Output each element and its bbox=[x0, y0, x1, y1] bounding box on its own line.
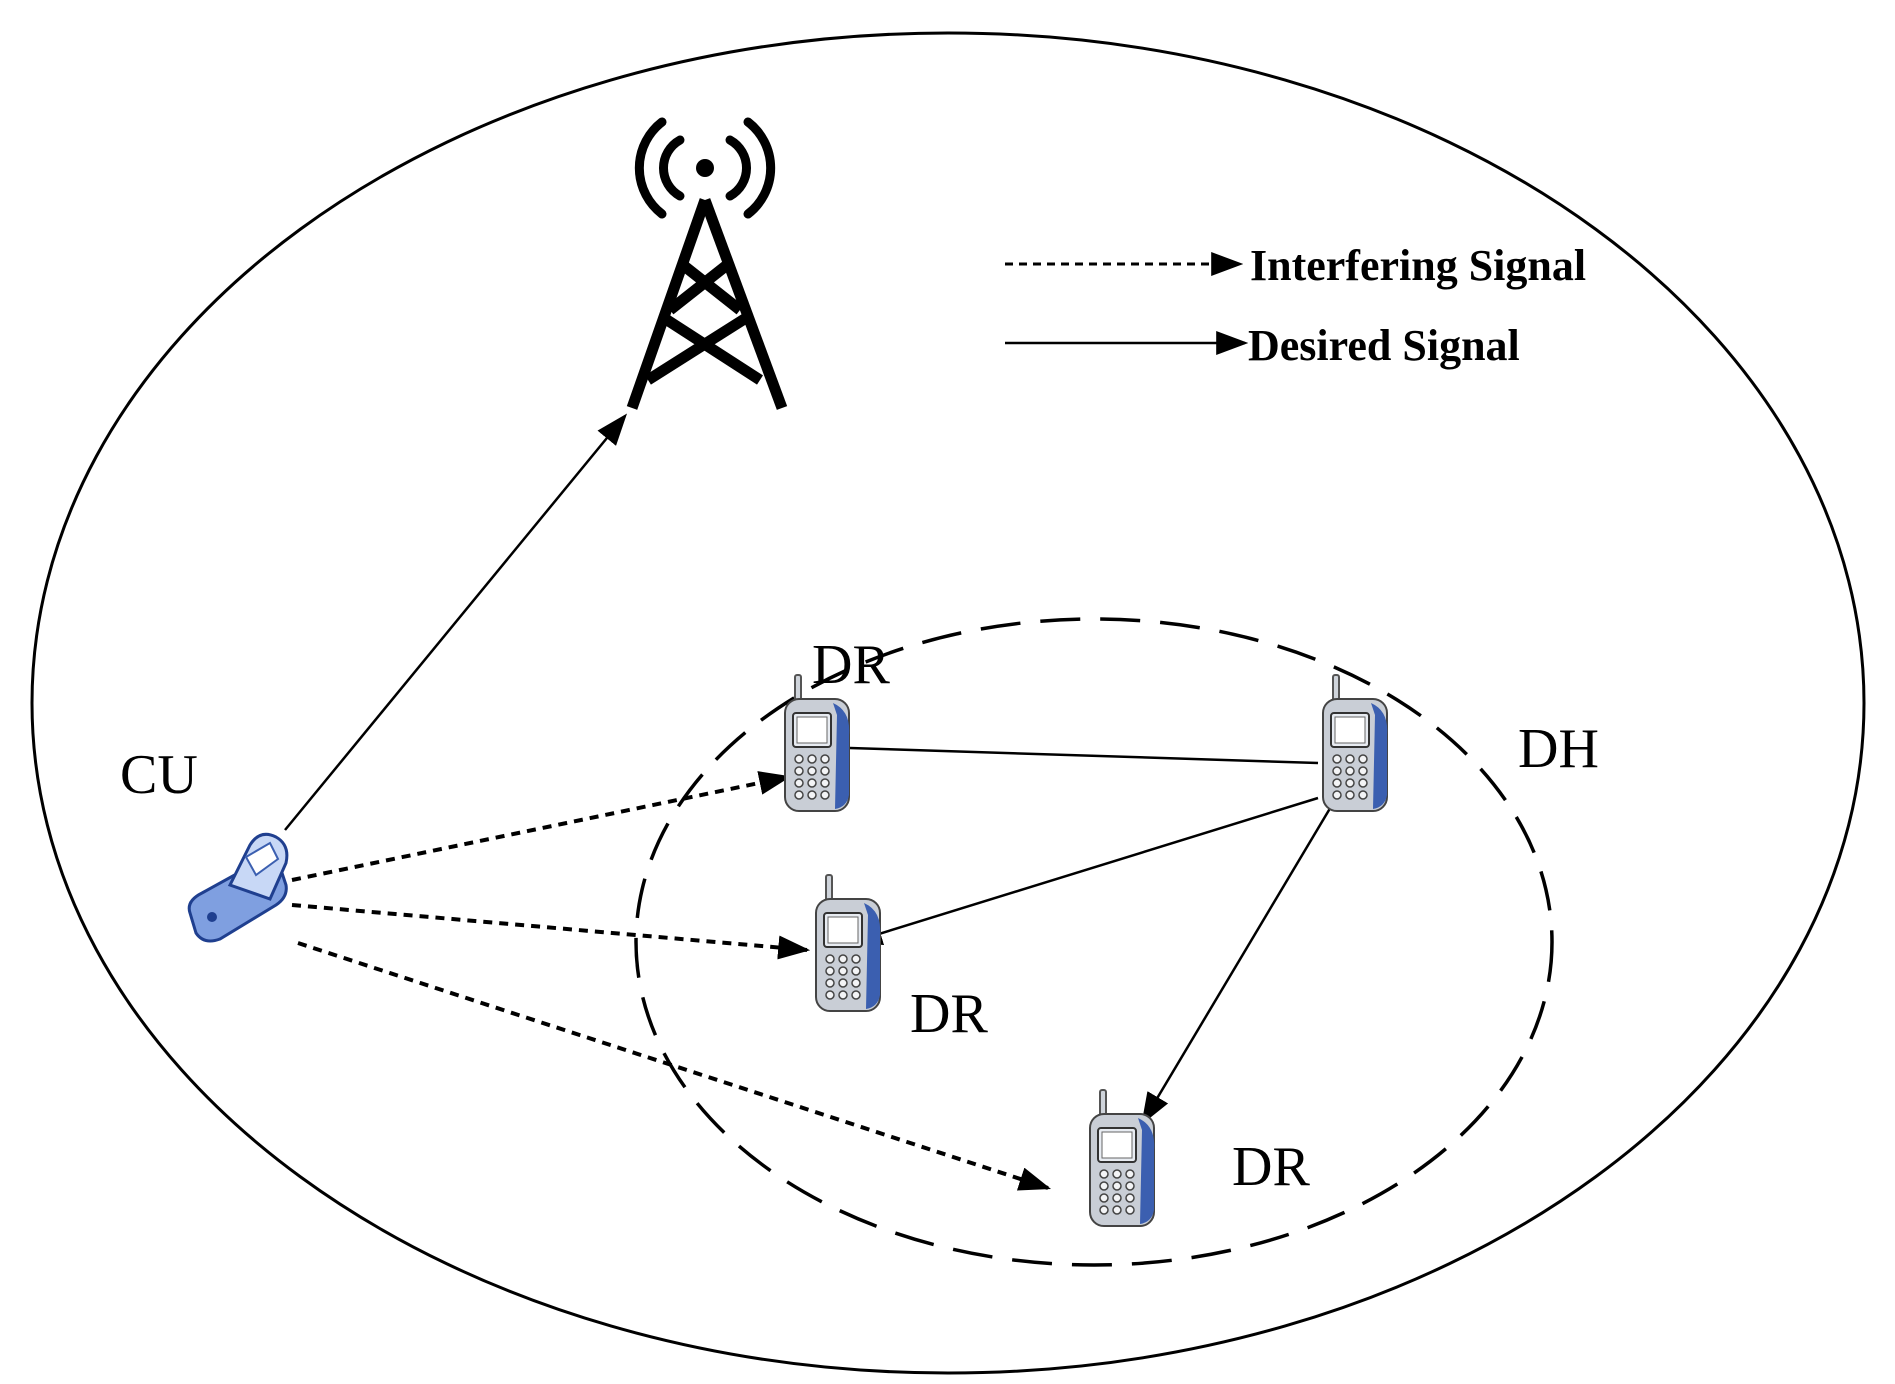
legend-interfering-label: Interfering Signal bbox=[1250, 241, 1586, 290]
legend-desired-label: Desired Signal bbox=[1248, 321, 1520, 370]
dr-top-label: DR bbox=[812, 634, 890, 696]
dh-mobile-phone-icon bbox=[1322, 674, 1389, 812]
desired-signal-links bbox=[284, 413, 1334, 1125]
cu-label: CU bbox=[120, 744, 198, 806]
dh-to-dr-top-link bbox=[849, 746, 1319, 765]
dr-bottom-mobile-phone-icon bbox=[1089, 1089, 1156, 1227]
flip-phone-icon bbox=[187, 832, 289, 943]
dh-to-dr-bottom-link bbox=[1141, 804, 1334, 1125]
dh-to-dr-middle-link bbox=[849, 796, 1319, 945]
dh-label: DH bbox=[1518, 718, 1599, 780]
cu-to-dr-top-interference bbox=[291, 771, 792, 882]
dr-middle-mobile-phone-icon bbox=[815, 874, 882, 1012]
dr-middle-label: DR bbox=[910, 983, 988, 1045]
legend: Interfering Signal Desired Signal bbox=[1005, 241, 1586, 370]
dr-bottom-label: DR bbox=[1232, 1136, 1310, 1198]
cell-tower-icon bbox=[626, 117, 788, 410]
cu-to-dr-middle-interference bbox=[291, 903, 811, 960]
cu-to-dr-bottom-interference bbox=[297, 941, 1052, 1191]
cell-boundary bbox=[30, 31, 1866, 1375]
d2d-cluster-boundary bbox=[634, 617, 1554, 1267]
interfering-signal-links bbox=[291, 771, 1052, 1191]
cu-to-bs-link bbox=[284, 413, 628, 831]
